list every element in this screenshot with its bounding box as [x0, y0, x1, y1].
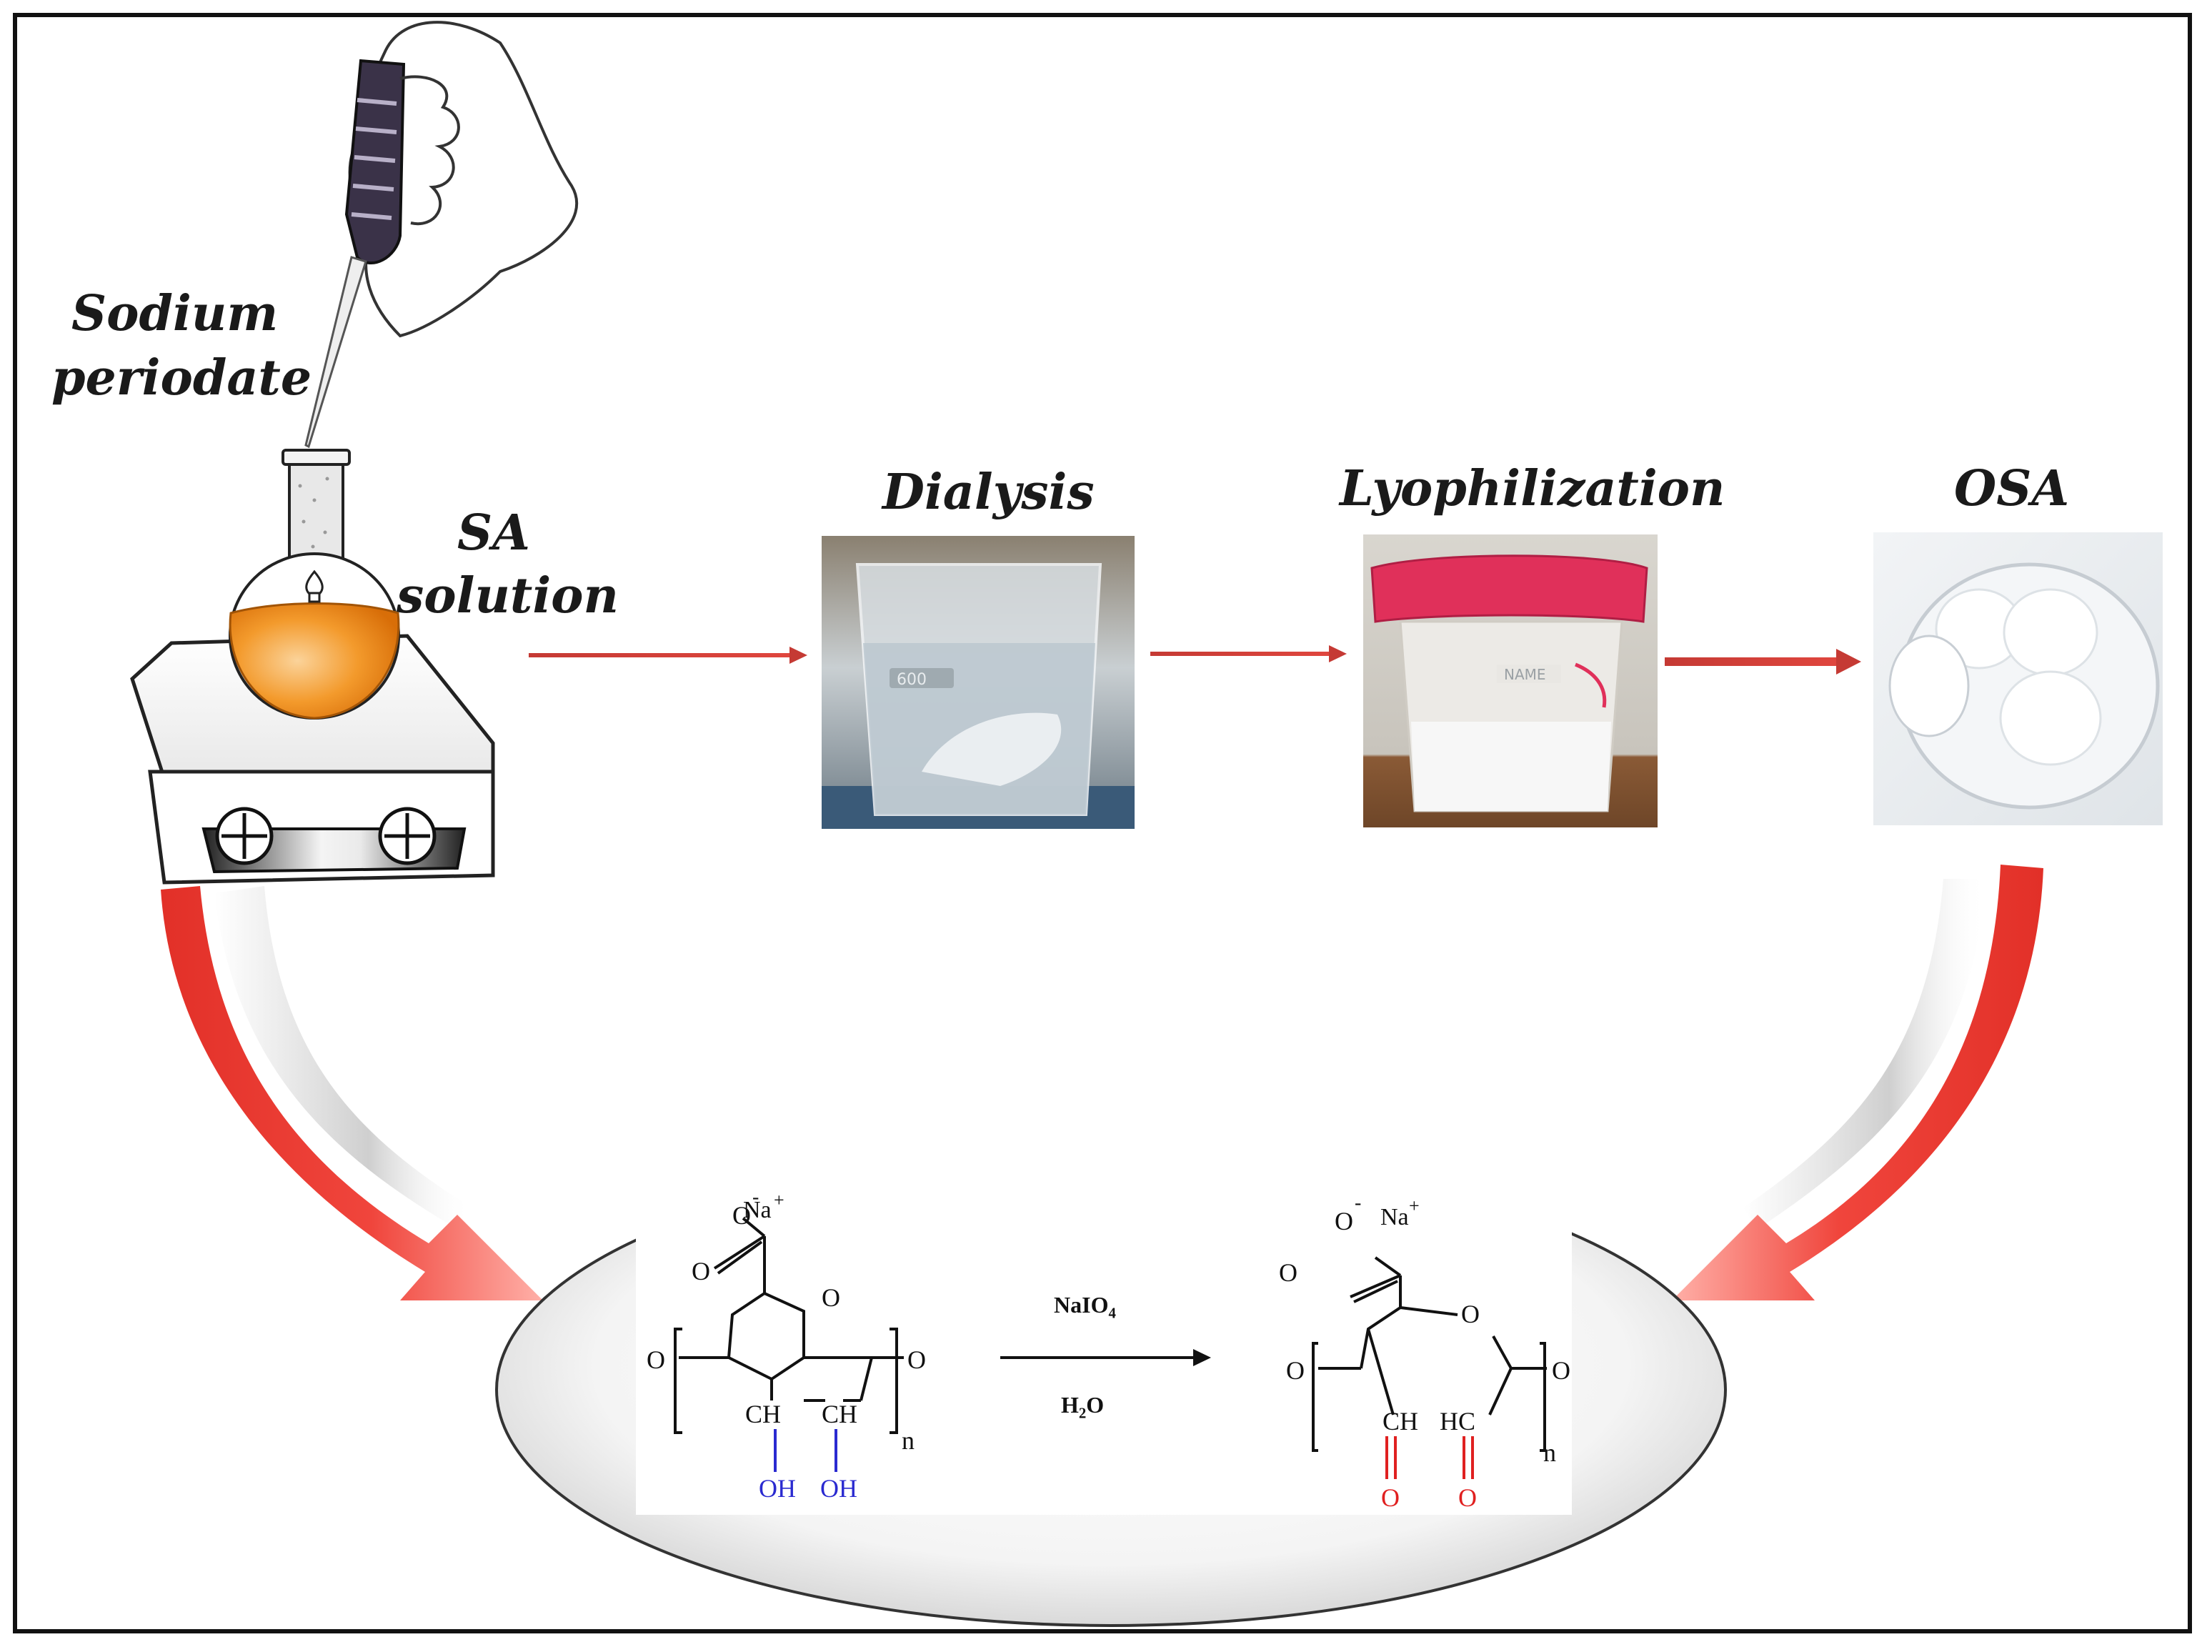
- reaction-arrow: [1000, 1349, 1211, 1366]
- label-lyophilization: Lyophilization: [1340, 460, 1725, 517]
- alg-carbonyl-o: O: [692, 1257, 710, 1285]
- osa-right-o: O: [1552, 1356, 1570, 1385]
- osa-ch-left: CH: [1382, 1407, 1419, 1435]
- round-bottom-flask: [229, 449, 400, 720]
- alginate-structure: [674, 1217, 904, 1434]
- alg-charge-minus: -: [752, 1186, 759, 1208]
- alg-ch-left: CH: [745, 1400, 782, 1428]
- curved-arrow-right: [1672, 865, 2043, 1300]
- dialysis-membrane: [922, 712, 1062, 786]
- jar-label-text: NAME: [1504, 666, 1546, 683]
- alg-oh-left: OH: [759, 1474, 796, 1503]
- alg-oh-right: OH: [820, 1474, 857, 1503]
- alg-left-o: O: [647, 1345, 665, 1374]
- solvent-h2o: H2O: [1061, 1392, 1105, 1422]
- alg-ring-o: O: [822, 1283, 840, 1312]
- osa-ring-o: O: [1461, 1300, 1480, 1328]
- flask-liquid: [229, 602, 400, 720]
- glove-fingers: [399, 75, 460, 226]
- dialysis-photo: 600: [822, 536, 1135, 829]
- osa-na: Na: [1380, 1204, 1409, 1230]
- pipette-body: [344, 59, 406, 265]
- osa-carbonyl-o: O: [1279, 1258, 1297, 1287]
- label-sa-solution-line1: SA: [457, 504, 530, 562]
- osa-foam-3: [1888, 635, 1970, 737]
- arrow-solution-to-dialysis: [529, 647, 807, 664]
- osa-aldehyde-bonds: [1385, 1436, 1474, 1479]
- osa-foam-4: [1999, 670, 2102, 766]
- alg-na: Na: [743, 1197, 772, 1223]
- alg-right-o: O: [907, 1345, 926, 1374]
- pipette-hand-illustration: [304, 21, 578, 449]
- jar-lid: [1370, 554, 1648, 623]
- label-sodium-periodate-line1: Sodium: [71, 285, 279, 342]
- label-osa: OSA: [1954, 460, 2070, 517]
- label-dialysis: Dialysis: [882, 464, 1095, 521]
- stir-bar-icon: [305, 569, 324, 603]
- alginate-oh-bonds: [774, 1429, 837, 1472]
- reagent-naio4: NaIO4: [1054, 1292, 1116, 1322]
- osa-charge-plus: +: [1409, 1195, 1420, 1216]
- arrow-lyophilization-to-osa: [1665, 649, 1861, 675]
- curved-arrow-left: [161, 886, 543, 1300]
- osa-aldehyde-o-left: O: [1381, 1483, 1400, 1512]
- osa-aldehyde-o-right: O: [1458, 1483, 1477, 1512]
- osa-hc-right: HC: [1440, 1407, 1476, 1435]
- osa-n: n: [1543, 1438, 1556, 1467]
- label-sa-solution-line2: solution: [397, 567, 619, 625]
- osa-o-minus: O: [1335, 1207, 1353, 1235]
- label-sodium-periodate-line2: periodate: [51, 349, 312, 407]
- arrow-dialysis-to-lyophilization: [1150, 645, 1347, 662]
- osa-left-o: O: [1286, 1356, 1305, 1385]
- alg-n: n: [902, 1426, 915, 1455]
- left-knob: [215, 807, 274, 865]
- osa-structure: [1312, 1256, 1547, 1452]
- hotplate-stirrer: [130, 634, 495, 885]
- pipette-grip-lines: [351, 98, 397, 220]
- alg-charge-plus: +: [774, 1190, 784, 1210]
- right-knob: [378, 807, 437, 865]
- pipette-tip: [304, 256, 367, 449]
- alg-o-minus: O: [732, 1201, 751, 1230]
- figure-frame: [13, 13, 2192, 1633]
- osa-photo: [1873, 532, 2163, 825]
- lyophilization-photo: NAME: [1363, 534, 1658, 827]
- alg-ch-right: CH: [822, 1400, 858, 1428]
- beaker-volume-text: 600: [897, 671, 927, 689]
- osa-charge-minus: -: [1355, 1192, 1362, 1214]
